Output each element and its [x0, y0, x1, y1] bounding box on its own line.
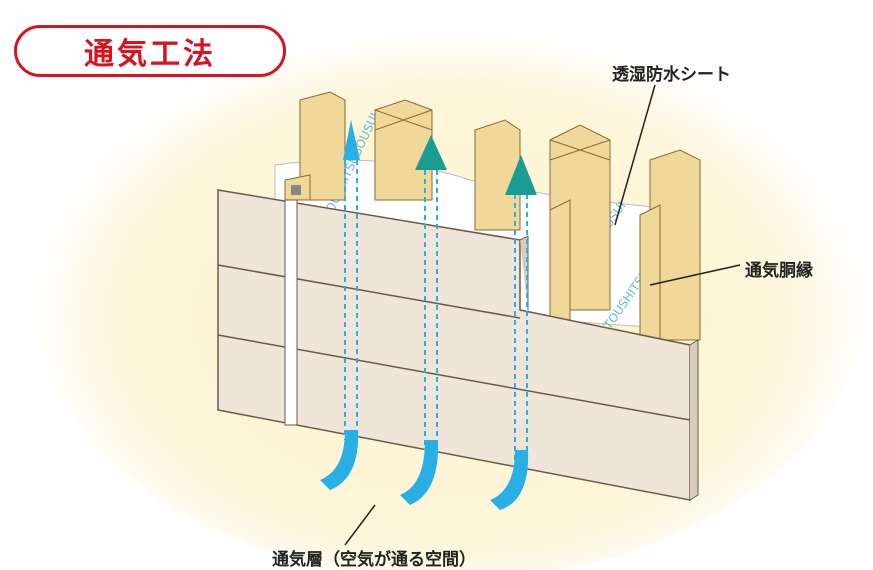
- label-moisture-sheet: 透湿防水シート: [612, 65, 731, 85]
- air-arrows: [320, 120, 529, 510]
- label-air-layer: 通気層（空気が通る空間）: [272, 550, 476, 570]
- label-furring-strip: 通気胴縁: [745, 261, 813, 281]
- arrow-heads: [415, 135, 537, 195]
- air-flow-lines: [344, 160, 528, 460]
- fastener: [291, 185, 301, 195]
- leader-lines: [344, 84, 741, 546]
- title-badge: 通気工法: [14, 25, 286, 77]
- siding-panels: [217, 189, 699, 501]
